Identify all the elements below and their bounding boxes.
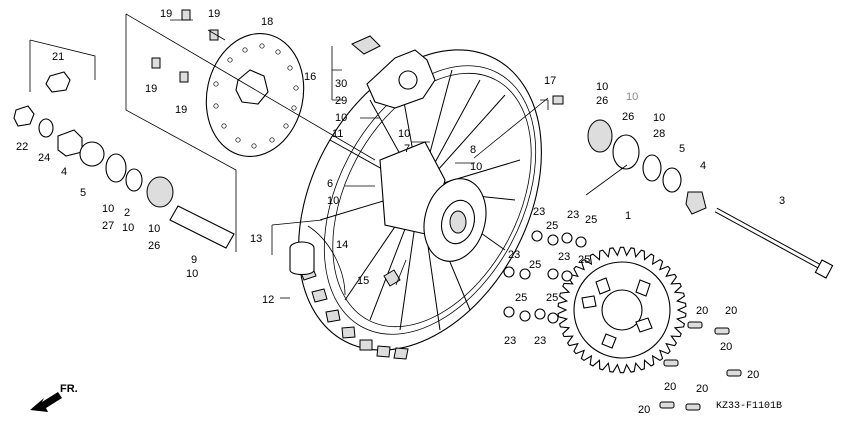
callout-9: 9 — [191, 254, 197, 266]
valve-cap — [552, 95, 564, 105]
driven-sprocket — [557, 246, 687, 374]
front-direction-arrow: FR. — [30, 383, 78, 412]
callout-12: 12 — [262, 294, 274, 306]
callout-23a: 23 — [533, 206, 545, 218]
callout-20b: 20 — [725, 305, 737, 317]
callout-16: 16 — [304, 71, 316, 83]
svg-text:10: 10 — [122, 222, 134, 234]
disc-bolts — [151, 9, 219, 83]
callout-2: 2 — [124, 207, 130, 219]
callout-7: 7 — [404, 143, 410, 155]
callout-25a: 25 — [546, 220, 558, 232]
left-bearing-stack — [13, 71, 235, 249]
diagram-code: KZ33-F1101B — [716, 401, 782, 412]
rear-axle — [714, 207, 834, 279]
callout-20e: 20 — [664, 381, 676, 393]
callout-20a: 20 — [696, 305, 708, 317]
direction-label: FR. — [60, 383, 78, 395]
sprocket-bolts — [659, 321, 742, 411]
callout-19a: 19 — [160, 8, 172, 20]
svg-text:10: 10 — [596, 81, 608, 93]
callout-27: 27 — [102, 220, 114, 232]
leader-lines — [29, 13, 628, 299]
svg-text:10: 10 — [335, 112, 347, 124]
svg-text:10: 10 — [653, 112, 665, 124]
callout-6: 6 — [327, 178, 333, 190]
callout-20d: 20 — [747, 369, 759, 381]
rim-band — [307, 225, 346, 296]
callout-14: 14 — [336, 239, 348, 251]
callout-24: 24 — [38, 152, 50, 164]
callout-1: 1 — [625, 210, 631, 222]
callout-20f: 20 — [696, 383, 708, 395]
rear-hub — [379, 141, 487, 262]
caliper-bracket — [351, 35, 436, 109]
sprocket-nuts — [503, 230, 587, 324]
svg-text:10: 10 — [102, 203, 114, 215]
callout-11: 11 — [332, 128, 343, 140]
callout-23d: 23 — [558, 251, 570, 263]
callout-10a: 10 — [186, 268, 198, 280]
callout-18: 18 — [261, 16, 273, 28]
right-bearing-stack — [587, 119, 707, 215]
svg-text:10: 10 — [626, 91, 638, 103]
callout-23f: 23 — [534, 335, 546, 347]
callout-4: 4 — [700, 160, 706, 172]
svg-text:10: 10 — [398, 128, 410, 140]
callout-26b: 26 — [148, 240, 160, 252]
callout-30: 30 — [335, 78, 347, 90]
callout-25e: 25 — [515, 292, 527, 304]
callout-26a: 26 — [596, 95, 608, 107]
callout-13: 13 — [250, 233, 262, 245]
svg-text:10: 10 — [470, 161, 482, 173]
callout-29: 29 — [335, 95, 347, 107]
svg-text:10: 10 — [148, 223, 160, 235]
brake-disc — [205, 32, 305, 158]
callout-labels: 1 2 3 4 4 5 5 6 7 8 9 10 11 12 13 14 15 … — [16, 8, 785, 416]
callout-23c: 23 — [508, 249, 520, 261]
wheel-collar — [289, 241, 315, 276]
callout-15: 15 — [357, 275, 369, 287]
svg-text:10: 10 — [327, 195, 339, 207]
callout-5b: 5 — [80, 187, 86, 199]
callout-17: 17 — [544, 75, 556, 87]
callout-20c: 20 — [720, 341, 732, 353]
callout-23b: 23 — [567, 209, 579, 221]
callout-25c: 25 — [529, 259, 541, 271]
callout-3: 3 — [779, 195, 785, 207]
callout-5: 5 — [679, 143, 685, 155]
callout-19b: 19 — [208, 8, 220, 20]
callout-8: 8 — [470, 144, 476, 156]
callout-20g: 20 — [638, 404, 650, 416]
callout-25f: 25 — [546, 292, 558, 304]
svg-text:26: 26 — [622, 111, 634, 123]
callout-28: 28 — [653, 128, 665, 140]
callout-22: 22 — [16, 141, 28, 153]
callout-25b: 25 — [585, 214, 597, 226]
callout-19c: 19 — [145, 83, 157, 95]
rim-lock — [383, 269, 401, 287]
callout-25d: 25 — [578, 254, 590, 266]
callout-21: 21 — [52, 51, 64, 63]
callout-23e: 23 — [504, 335, 516, 347]
callout-4b: 4 — [61, 166, 67, 178]
callout-19d: 19 — [175, 104, 187, 116]
